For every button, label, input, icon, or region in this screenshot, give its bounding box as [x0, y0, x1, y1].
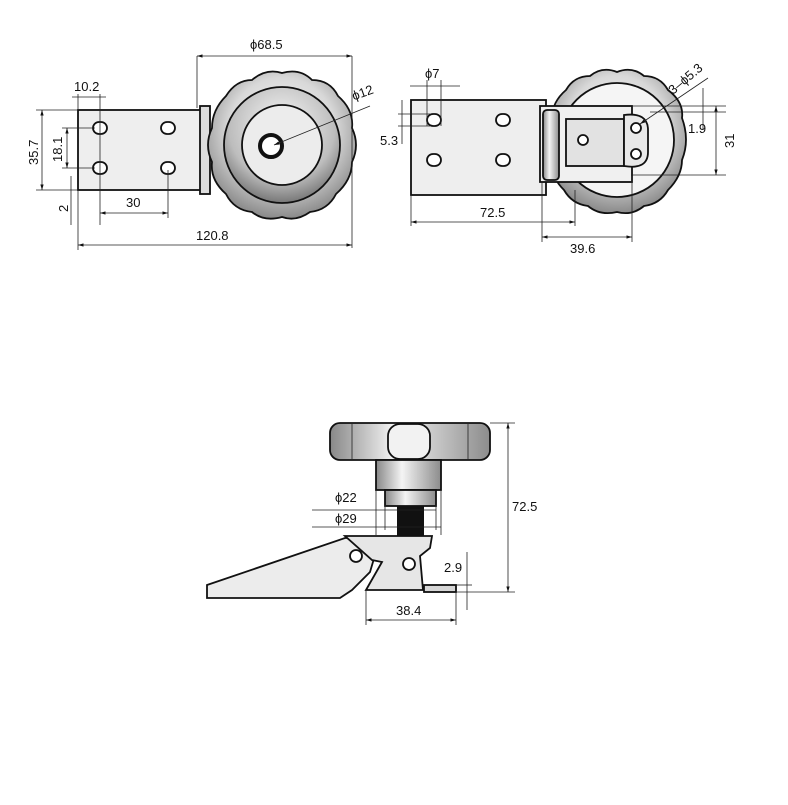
dim-plate-thickness: 2.9	[444, 560, 462, 575]
dim-hole-diameter: ϕ12	[350, 82, 376, 104]
rivet	[577, 134, 589, 146]
bottom-view: ϕ7 5.3 3–ϕ5.3 1.9 31 72.5 39.6	[380, 60, 737, 256]
dim-hole-pitch: 30	[126, 195, 140, 210]
latch-body	[565, 118, 625, 167]
knob-lobe	[387, 423, 431, 460]
slot-hole	[160, 121, 176, 135]
pivot-pin	[349, 549, 363, 563]
slot-hole	[495, 153, 511, 167]
dim-slot-offset: 5.3	[380, 133, 398, 148]
dim-slot-diameter: ϕ7	[425, 66, 440, 81]
knob-neck	[375, 459, 442, 491]
slot-hole	[426, 153, 442, 167]
lever-arm	[206, 537, 380, 599]
base-plate	[423, 584, 457, 593]
dim-screw-holes: 3–ϕ5.3	[665, 60, 705, 97]
dim-latch-length: 39.6	[570, 241, 595, 256]
dim-neck-diameter: ϕ22	[335, 490, 357, 505]
side-view: ϕ22 ϕ29 72.5 2.9 38.4	[206, 422, 537, 625]
slot-hole	[495, 113, 511, 127]
dim-10-2: 10.2	[74, 79, 99, 94]
dim-screw-offset: 1.9	[688, 121, 706, 136]
dim-edge-offset: 2	[56, 205, 71, 212]
threaded-stud	[397, 506, 424, 536]
dim-plate-height: 35.7	[26, 140, 41, 165]
screw	[630, 122, 642, 134]
top-view: ϕ68.5 ϕ12 10.2 35.7 18.1 2 30 120.8	[26, 37, 375, 250]
center-hole	[258, 133, 284, 159]
screw-plate	[623, 113, 649, 168]
latch-housing	[342, 535, 434, 591]
dim-overall-height: 72.5	[512, 499, 537, 514]
hinge-barrel	[542, 109, 560, 181]
dim-latch-height: 31	[722, 134, 737, 148]
slot-hole	[426, 113, 442, 127]
screw	[630, 148, 642, 160]
dim-overall-length: 120.8	[196, 228, 229, 243]
pivot-pin	[402, 557, 416, 571]
dim-base-length: 38.4	[396, 603, 421, 618]
dim-plate-length: 72.5	[480, 205, 505, 220]
dim-hole-spacing-y: 18.1	[50, 137, 65, 162]
dim-knob-diameter: ϕ68.5	[250, 37, 283, 52]
knob-shaft	[384, 489, 437, 507]
dim-base-diameter: ϕ29	[335, 511, 357, 526]
